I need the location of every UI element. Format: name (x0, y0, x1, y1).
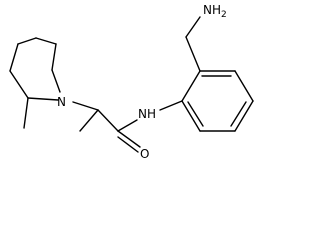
bond-benzene-inner-2 (230, 101, 247, 127)
bond-pip-cb-cc (35, 37, 57, 45)
bond-alpha-n (72, 101, 99, 111)
bond-benzene-inner-3 (187, 101, 204, 127)
bond-benzene-3 (234, 100, 254, 132)
piperidine-n-label: N (57, 95, 66, 109)
bond-pip-ce-cf (9, 70, 29, 99)
molecule-structure: NH2 NH N O (9, 3, 254, 161)
bond-benzene-5 (181, 100, 201, 132)
bond-pip-cf-n (27, 97, 59, 101)
carbonyl-o-label: O (140, 147, 149, 161)
bond-ring-ch2 (185, 36, 201, 72)
bond-nh-carbonyl (117, 119, 138, 132)
bond-carbonyl-alpha (97, 109, 119, 132)
bond-pip-methyl (23, 97, 29, 129)
bond-alpha-methyl (79, 109, 99, 132)
bond-ch2-nh2 (185, 16, 201, 38)
bond-carbonyl-o-b (117, 136, 139, 153)
bond-pip-n-ca (51, 69, 61, 93)
bond-pip-cc-cd (17, 37, 37, 45)
bond-benzene-2 (234, 70, 254, 102)
bond-carbonyl-o-a (117, 130, 141, 148)
amine-label: NH2 (203, 3, 227, 20)
bond-benzene-6 (181, 70, 201, 102)
amide-nh-label: NH (138, 107, 156, 121)
bond-ring-nh (159, 100, 183, 111)
bond-pip-ca-cb (51, 43, 57, 71)
bond-pip-cd-ce (9, 43, 19, 72)
